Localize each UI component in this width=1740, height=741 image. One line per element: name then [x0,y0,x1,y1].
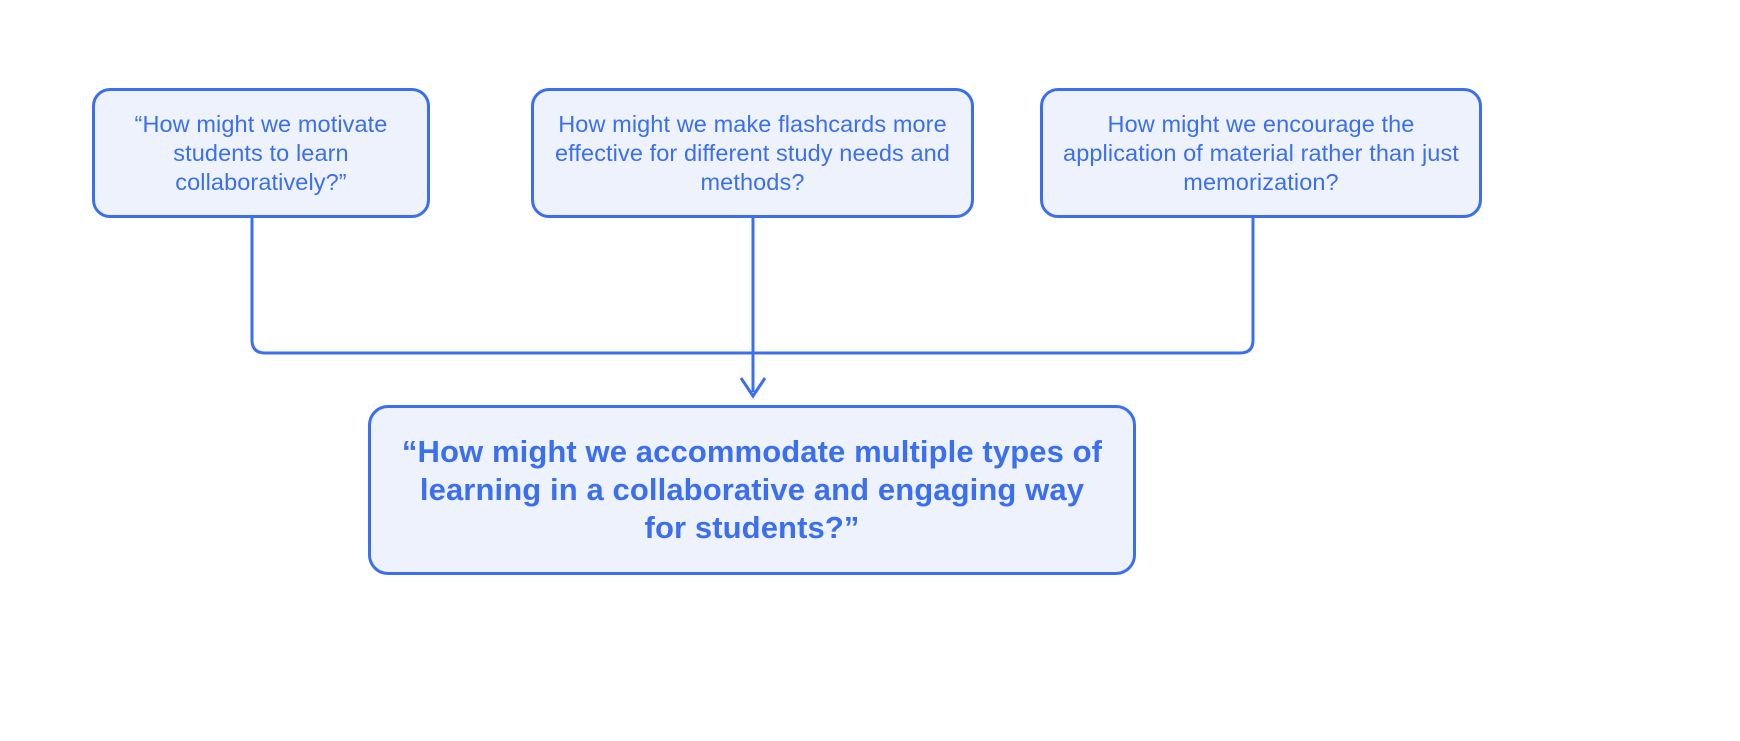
arrow-down-icon [739,377,767,399]
connector-right [753,218,1255,355]
hmw-card-flashcards[interactable]: How might we make flashcards more effect… [531,88,974,218]
connector-left [250,218,753,355]
hmw-card-synthesis-label: “How might we accommodate multiple types… [401,434,1103,545]
hmw-card-application-label: How might we encourage the application o… [1063,110,1459,195]
hmw-card-flashcards-label: How might we make flashcards more effect… [555,110,950,195]
hmw-card-application[interactable]: How might we encourage the application o… [1040,88,1482,218]
hmw-card-motivate-label: “How might we motivate students to learn… [134,110,388,195]
hmw-card-synthesis[interactable]: “How might we accommodate multiple types… [368,405,1136,575]
hmw-card-motivate[interactable]: “How might we motivate students to learn… [92,88,430,218]
